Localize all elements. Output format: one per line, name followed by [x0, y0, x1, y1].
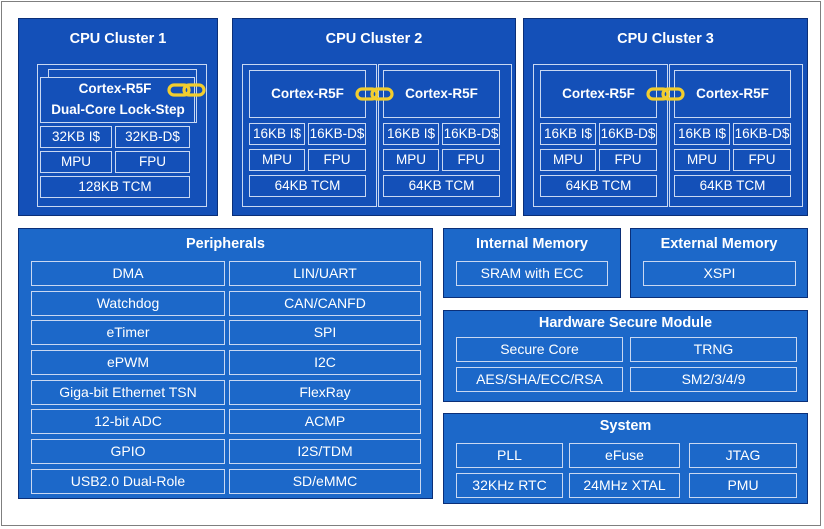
- cluster-3-core-1-icache: 16KB I$: [540, 123, 596, 145]
- cluster-3-core-2-tcm: 64KB TCM: [674, 175, 791, 197]
- cluster-2-core-1-dcache: 16KB-D$: [308, 123, 366, 145]
- system-title: System: [599, 418, 652, 434]
- cluster-3-core-2-label: Cortex-R5F: [696, 86, 769, 101]
- external-memory-item: XSPI: [643, 261, 796, 286]
- peripheral-item: 12-bit ADC: [31, 409, 225, 434]
- system-item: PLL: [456, 443, 563, 468]
- peripheral-item: Watchdog: [31, 291, 225, 316]
- cluster-2-link-icon: [355, 87, 394, 101]
- peripherals-block: Peripherals DMA Watchdog eTimer ePWM Gig…: [18, 228, 433, 499]
- peripheral-item: SPI: [229, 320, 421, 345]
- lockstep-core-front: [40, 77, 195, 123]
- cluster-1-core-label: Cortex-R5F: [78, 81, 152, 96]
- system-block: System PLL eFuse JTAG 32KHz RTC 24MHz XT…: [443, 413, 808, 504]
- cluster-1-icache: 32KB I$: [40, 126, 112, 148]
- cluster-2-core-1-icache: 16KB I$: [249, 123, 305, 145]
- hsm-item: TRNG: [630, 337, 797, 362]
- cluster-3-core-2-mpu: MPU: [674, 149, 730, 171]
- cluster-3-core-2-dcache: 16KB-D$: [733, 123, 791, 145]
- peripheral-item: GPIO: [31, 439, 225, 464]
- cluster-3-core-1-head: [540, 70, 657, 118]
- peripheral-item: Giga-bit Ethernet TSN: [31, 380, 225, 405]
- system-item: PMU: [689, 473, 797, 498]
- cluster-2-core-1-fpu: FPU: [308, 149, 366, 171]
- cluster-3-core-1-mpu: MPU: [540, 149, 596, 171]
- cluster-2-core-2-fpu: FPU: [442, 149, 500, 171]
- hsm-item: Secure Core: [456, 337, 623, 362]
- cluster-3-core-2: [669, 64, 803, 207]
- peripheral-item: SD/eMMC: [229, 469, 421, 494]
- peripheral-item: LIN/UART: [229, 261, 421, 286]
- cpu-cluster-3: CPU Cluster 3 Cortex-R5F 16KB I$ 16KB-D$…: [523, 18, 808, 216]
- cluster-1-title: CPU Cluster 1: [69, 31, 167, 47]
- peripheral-item: CAN/CANFD: [229, 291, 421, 316]
- cluster-2-core-2-dcache: 16KB-D$: [442, 123, 500, 145]
- hsm-title: Hardware Secure Module: [538, 315, 713, 331]
- peripheral-item: I2C: [229, 350, 421, 375]
- system-item: JTAG: [689, 443, 797, 468]
- cluster-2-core-2-tcm: 64KB TCM: [383, 175, 500, 197]
- cluster-3-core-1-tcm: 64KB TCM: [540, 175, 657, 197]
- cluster-2-core-1-head: [249, 70, 366, 118]
- internal-memory-block: Internal Memory SRAM with ECC: [443, 228, 621, 298]
- cluster-1-tcm: 128KB TCM: [40, 176, 190, 198]
- peripheral-item: DMA: [31, 261, 225, 286]
- lockstep-core-frame: [37, 64, 207, 207]
- cluster-1-fpu: FPU: [115, 151, 190, 173]
- hsm-item: AES/SHA/ECC/RSA: [456, 367, 623, 392]
- system-item: 32KHz RTC: [456, 473, 563, 498]
- cluster-2-title: CPU Cluster 2: [325, 31, 423, 47]
- hsm-block: Hardware Secure Module Secure Core TRNG …: [443, 310, 808, 402]
- cluster-3-core-2-head: [674, 70, 791, 118]
- cluster-3-link-icon: [646, 87, 685, 101]
- cluster-2-core-2-head: [383, 70, 500, 118]
- cluster-2-core-2-label: Cortex-R5F: [405, 86, 478, 101]
- external-memory-title: External Memory: [660, 236, 778, 252]
- cpu-cluster-1: CPU Cluster 1 Cortex-R5F Dual-Core Lock-…: [18, 18, 218, 216]
- peripheral-item: USB2.0 Dual-Role: [31, 469, 225, 494]
- cluster-2-core-2-icache: 16KB I$: [383, 123, 439, 145]
- cluster-1-dcache: 32KB-D$: [115, 126, 190, 148]
- cluster-1-mpu: MPU: [40, 151, 112, 173]
- peripheral-item: eTimer: [31, 320, 225, 345]
- cluster-2-core-2-mpu: MPU: [383, 149, 439, 171]
- peripheral-item: ACMP: [229, 409, 421, 434]
- cluster-3-core-2-fpu: FPU: [733, 149, 791, 171]
- cluster-2-core-1-mpu: MPU: [249, 149, 305, 171]
- internal-memory-title: Internal Memory: [476, 236, 588, 252]
- cluster-2-core-1-label: Cortex-R5F: [271, 86, 344, 101]
- cluster-3-core-1: [533, 64, 668, 207]
- peripherals-title: Peripherals: [186, 236, 265, 252]
- peripheral-item: ePWM: [31, 350, 225, 375]
- system-item: eFuse: [569, 443, 680, 468]
- cluster-2-core-1-tcm: 64KB TCM: [249, 175, 366, 197]
- peripheral-item: FlexRay: [229, 380, 421, 405]
- external-memory-block: External Memory XSPI: [630, 228, 808, 298]
- lockstep-link-icon: [167, 83, 206, 97]
- cpu-cluster-2: CPU Cluster 2 Cortex-R5F 16KB I$ 16KB-D$…: [232, 18, 516, 216]
- internal-memory-item: SRAM with ECC: [456, 261, 608, 286]
- cluster-2-core-2: [378, 64, 512, 207]
- cluster-3-core-2-icache: 16KB I$: [674, 123, 730, 145]
- cluster-3-core-1-label: Cortex-R5F: [562, 86, 635, 101]
- cluster-3-title: CPU Cluster 3: [617, 31, 714, 47]
- hsm-item: SM2/3/4/9: [630, 367, 797, 392]
- peripheral-item: I2S/TDM: [229, 439, 421, 464]
- system-item: 24MHz XTAL: [569, 473, 680, 498]
- lockstep-label: Dual-Core Lock-Step: [51, 102, 185, 117]
- cluster-3-core-1-fpu: FPU: [599, 149, 657, 171]
- cluster-2-core-1: [242, 64, 377, 207]
- cluster-3-core-1-dcache: 16KB-D$: [599, 123, 657, 145]
